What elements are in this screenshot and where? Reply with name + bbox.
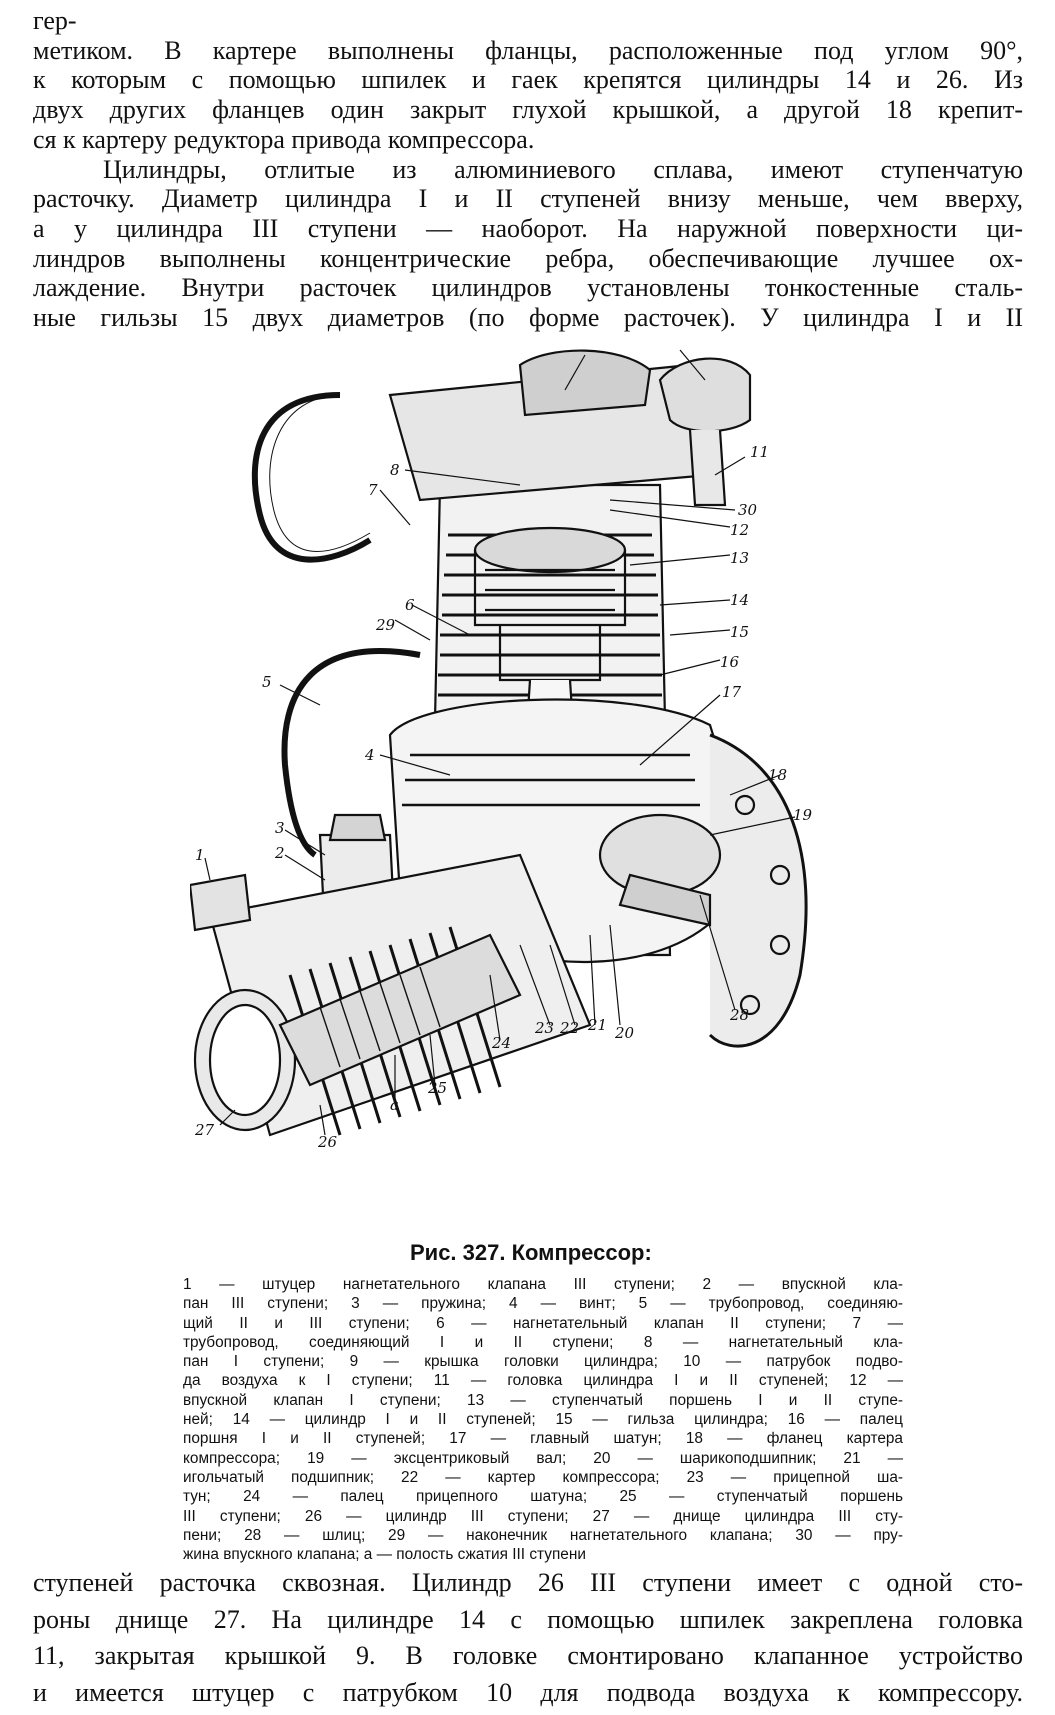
text-line: Цилиндры, отлитые из алюминиевого сплава…	[103, 154, 1023, 184]
callout-label: 9	[570, 335, 580, 339]
callout-label: 21	[587, 1016, 607, 1034]
caption-line: тун; 24 — палец прицепного шатуна; 25 — …	[183, 1488, 903, 1506]
text-line: к которым с помощью шпилек и гаек крепят…	[33, 65, 1023, 95]
figure-caption-legend: 1 — штуцер нагнетательного клапана III с…	[183, 1275, 903, 1564]
caption-line: игольчатый подшипник; 22 — картер компре…	[183, 1468, 903, 1486]
callout-label: 12	[730, 521, 749, 539]
caption-line: трубопровод, соединяющий I и II ступени;…	[183, 1333, 903, 1351]
compressor-illustration: 9 10 11 8 30 12 13 7 14 6 29 15 16 5 17 …	[190, 335, 813, 1151]
callout-label: 6	[405, 596, 415, 614]
callout-label: 29	[375, 616, 396, 634]
figure-caption-title: Рис. 327. Компрессор:	[410, 1240, 652, 1265]
callout-label: 22	[559, 1019, 579, 1037]
text-line: метиком. В картере выполнены фланцы, рас…	[33, 35, 1023, 65]
caption-line: пан III ступени; 3 — пружина; 4 — винт; …	[183, 1295, 903, 1313]
callout-label: 14	[730, 591, 749, 609]
callout-label: 15	[730, 623, 749, 641]
callout-label: 25	[427, 1079, 447, 1097]
callout-label: 27	[194, 1121, 215, 1139]
text-line: двух других фланцев один закрыт глухой к…	[33, 95, 1023, 125]
text-line: ные гильзы 15 двух диаметров (по форме р…	[33, 303, 1023, 333]
callout-label: 23	[534, 1019, 554, 1037]
callout-label: 8	[390, 461, 400, 479]
caption-line: поршня I и II ступеней; 17 — главный шат…	[183, 1430, 903, 1448]
callout-label: a	[390, 1096, 399, 1114]
text-line: расточку. Диаметр цилиндра I и II ступен…	[33, 184, 1023, 214]
callout-label: 2	[274, 844, 285, 862]
caption-line: компрессора; 19 — эксцентриковый вал; 20…	[183, 1449, 903, 1467]
caption-line: щий II и III ступени; 6 — нагнетательный…	[183, 1314, 903, 1332]
text-line: 11, закрытая крышкой 9. В головке смонти…	[33, 1641, 1023, 1670]
caption-line: 1 — штуцер нагнетательного клапана III с…	[183, 1276, 903, 1293]
text-line: и имеется штуцер с патрубком 10 для подв…	[33, 1677, 1023, 1707]
caption-line: жина впускного клапана; a — полость сжат…	[183, 1546, 586, 1564]
caption-line: III ступени; 26 — цилиндр III ступени; 2…	[183, 1507, 903, 1525]
text-line: ступеней расточка сквозная. Цилиндр 26 I…	[33, 1568, 1023, 1597]
callout-label: 13	[730, 549, 749, 567]
callout-label: 19	[793, 806, 813, 824]
callout-label: 18	[768, 766, 787, 784]
caption-line: ней; 14 — цилиндр I и II ступеней; 15 — …	[183, 1411, 903, 1429]
text-line: ся к картеру редуктора привода компрессо…	[33, 124, 535, 154]
callout-label: 28	[729, 1006, 749, 1024]
callout-label: 17	[722, 683, 742, 701]
callout-label: 1	[195, 846, 205, 864]
callout-label: 3	[275, 819, 285, 837]
caption-line: пан I ступени; 9 — крышка головки цилинд…	[183, 1353, 903, 1371]
caption-line: да воздуха к I ступени; 11 — головка цил…	[183, 1372, 903, 1390]
text-line: лаждение. Внутри расточек цилиндров уста…	[33, 273, 1023, 303]
callout-label: 5	[262, 673, 272, 691]
callout-label: 10	[668, 335, 688, 339]
callout-label: 4	[364, 746, 375, 764]
caption-line: впускной клапан I ступени; 13 — ступенча…	[183, 1391, 903, 1409]
text-line: гер-	[33, 6, 77, 35]
callout-label: 7	[368, 481, 378, 499]
callout-label: 11	[750, 443, 769, 461]
text-line: а у цилиндра III ступени — наоборот. На …	[33, 213, 1023, 243]
text-line: линдров выполнены концентрические ребра,…	[33, 243, 1023, 273]
callout-label: 20	[614, 1024, 635, 1042]
callout-label: 16	[720, 653, 740, 671]
top-paragraphs: гер- метиком. В картере выполнены фланцы…	[33, 6, 1023, 333]
callout-label: 26	[317, 1133, 338, 1151]
caption-line: пени; 28 — шлиц; 29 — наконечник нагнета…	[183, 1526, 903, 1544]
callout-label: 30	[738, 501, 758, 519]
callout-label: 24	[491, 1034, 511, 1052]
bottom-paragraph: ступеней расточка сквозная. Цилиндр 26 I…	[33, 1565, 1023, 1711]
text-line: роны днище 27. На цилиндре 14 с помощью …	[33, 1604, 1023, 1634]
